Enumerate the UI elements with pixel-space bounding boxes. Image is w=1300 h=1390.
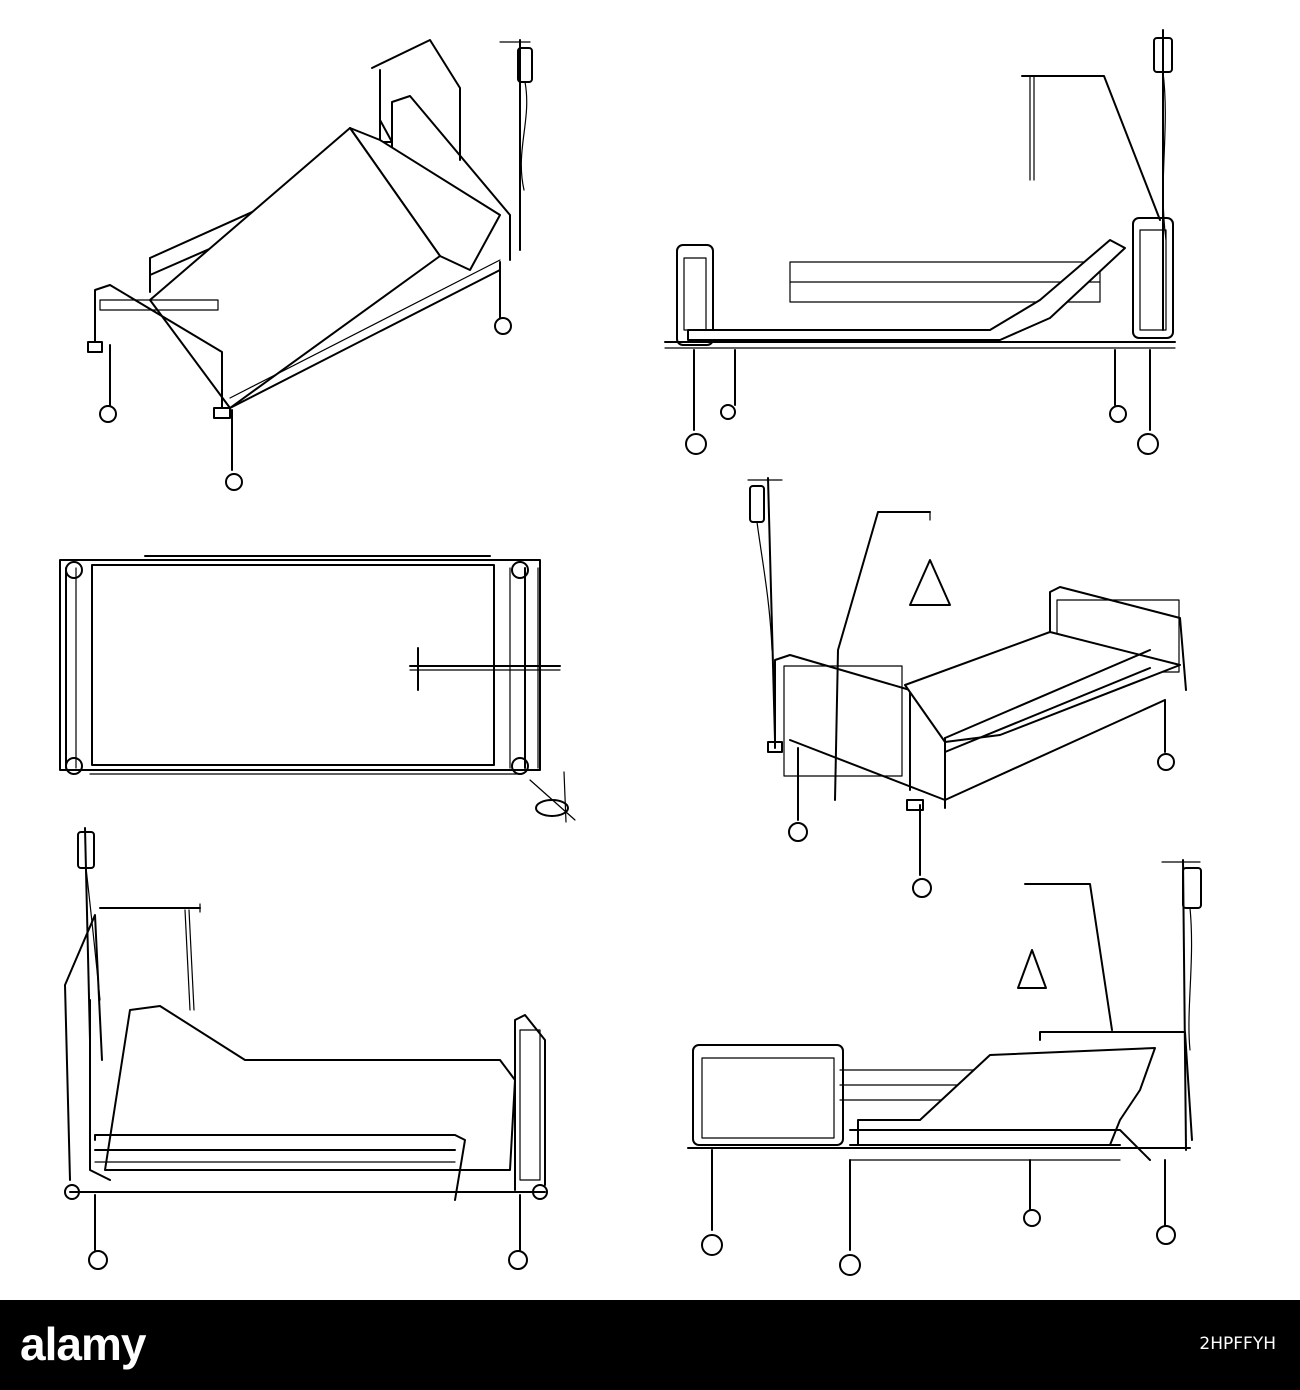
alamy-logo: alamy [20,1318,146,1370]
hospital-beds-illustration [59,29,1202,1276]
hospital-bed-angled-top-left [87,39,533,491]
stock-footer-bar: alamy 2HPFFYH [0,1300,1300,1390]
hospital-bed-top-view [59,555,576,823]
image-code: 2HPFFYH [1199,1334,1276,1354]
hospital-bed-side-top-right [664,29,1176,455]
hospital-bed-angled-middle-right [747,477,1187,898]
hospital-bed-angled-bottom-left [64,827,548,1270]
hospital-bed-angled-bottom-right [687,859,1202,1276]
